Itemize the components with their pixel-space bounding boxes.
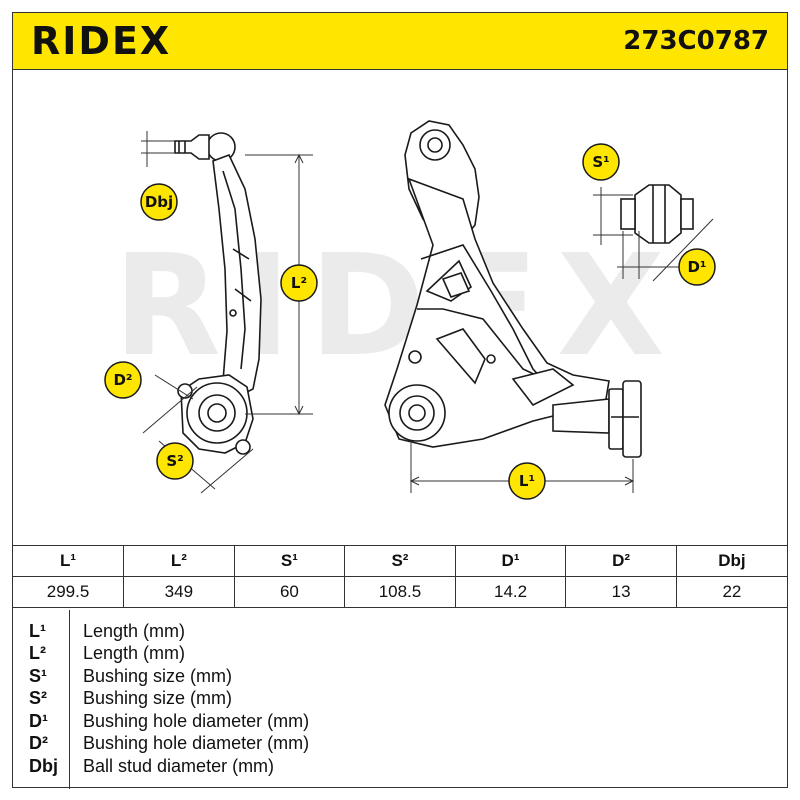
legend-symbol: S² (29, 688, 47, 708)
legend-row: S¹ Bushing size (mm) (13, 665, 787, 687)
value-cell: 13 (565, 576, 677, 608)
svg-text:Dbj: Dbj (145, 193, 173, 211)
value-cell: 14.2 (454, 576, 567, 608)
dimensions-table: L¹ L² S¹ S² D¹ D² Dbj 299.5 349 60 108.5… (13, 545, 787, 608)
dimensions-header-row: L¹ L² S¹ S² D¹ D² Dbj (13, 545, 787, 577)
side-view-arm (174, 132, 262, 455)
legend-symbol: L² (29, 643, 46, 663)
header-cell: Dbj (675, 545, 787, 577)
legend-description: Length (mm) (83, 643, 186, 663)
side-view-dimensions (141, 131, 313, 494)
svg-text:L¹: L¹ (519, 472, 535, 490)
legend-symbol: L¹ (29, 621, 46, 641)
legend-symbol: Dbj (29, 756, 58, 776)
value-cell: 22 (675, 576, 787, 608)
value-cell: 299.5 (13, 576, 125, 608)
product-sheet: RIDEX 273C0787 RIDEX (12, 12, 788, 789)
value-cell: 60 (233, 576, 346, 608)
legend-row: L² Length (mm) (13, 642, 787, 664)
svg-text:S²: S² (166, 452, 183, 470)
label-l1: L¹ (508, 462, 546, 500)
header-bar: RIDEX 273C0787 (13, 13, 787, 70)
bushing-dimensions (593, 187, 714, 282)
svg-text:D²: D² (113, 371, 132, 389)
legend-symbol: D² (29, 733, 48, 753)
label-l2: L² (280, 264, 318, 302)
legend-description: Ball stud diameter (mm) (83, 756, 275, 776)
svg-text:L²: L² (291, 274, 307, 292)
svg-text:S¹: S¹ (592, 153, 609, 171)
legend-row: D¹ Bushing hole diameter (mm) (13, 710, 787, 732)
legend-divider (69, 610, 70, 789)
header-cell: S¹ (233, 545, 346, 577)
header-cell: D² (565, 545, 677, 577)
legend-description: Bushing hole diameter (mm) (83, 711, 310, 731)
header-cell: L¹ (13, 545, 125, 577)
bushing-detail (620, 184, 694, 244)
watermark: RIDEX (113, 225, 683, 388)
legend-symbol: S¹ (29, 666, 47, 686)
drawing-svg: RIDEX (104, 120, 716, 500)
label-s1: S¹ (582, 143, 620, 181)
legend-row: Dbj Ball stud diameter (mm) (13, 755, 787, 777)
legend-row: D² Bushing hole diameter (mm) (13, 732, 787, 754)
legend-description: Bushing hole diameter (mm) (83, 733, 310, 753)
brand-logo: RIDEX (31, 19, 172, 63)
legend-description: Bushing size (mm) (83, 666, 233, 686)
header-cell: D¹ (454, 545, 567, 577)
label-d2: D² (104, 361, 142, 399)
value-cell: 349 (123, 576, 235, 608)
legend-row: L¹ Length (mm) (13, 620, 787, 642)
dimensions-value-row: 299.5 349 60 108.5 14.2 13 22 (13, 576, 787, 608)
legend-row: S² Bushing size (mm) (13, 687, 787, 709)
label-d1: D¹ (678, 248, 716, 286)
legend-symbol: D¹ (29, 711, 48, 731)
svg-text:D¹: D¹ (687, 258, 706, 276)
technical-drawing: RIDEX (13, 69, 787, 547)
value-cell: 108.5 (344, 576, 456, 608)
label-dbj: Dbj (140, 183, 178, 221)
header-cell: L² (123, 545, 235, 577)
part-number: 273C0787 (623, 26, 769, 56)
legend-description: Length (mm) (83, 621, 186, 641)
label-s2: S² (156, 442, 194, 480)
legend-description: Bushing size (mm) (83, 688, 233, 708)
top-view-arm (384, 120, 642, 458)
header-cell: S² (344, 545, 456, 577)
legend: L¹ Length (mm) L² Length (mm) S¹ Bushing… (13, 610, 787, 789)
